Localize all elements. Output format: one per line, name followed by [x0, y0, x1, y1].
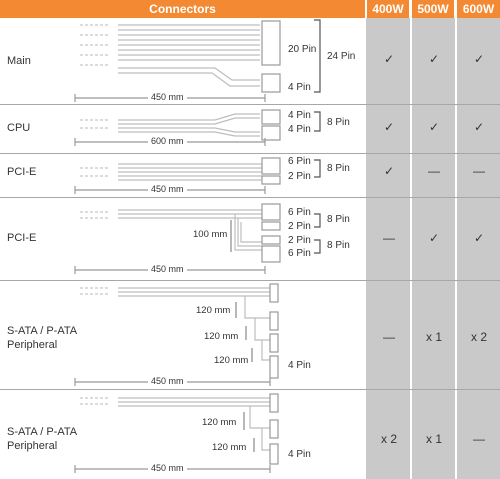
wattage-columns-background: [366, 0, 500, 479]
spacing-label: 100 mm: [193, 229, 228, 240]
row-label-sata: S-ATA / P-ATA Peripheral: [7, 324, 77, 352]
row-divider: [0, 280, 500, 281]
peripheral-4pin-connector: [269, 355, 279, 379]
pin-label: 6 Pin: [288, 207, 311, 218]
pin-label: 6 Pin: [288, 156, 311, 167]
row-label-sata: S-ATA / P-ATA Peripheral: [7, 425, 77, 453]
pin-label: 4 Pin: [288, 360, 311, 371]
pcie-6pin-connector: [261, 157, 281, 175]
pcie1-cable-wires: [118, 163, 262, 181]
row-label-main: Main: [7, 55, 31, 67]
header-400w: 400W: [367, 0, 409, 18]
column-separator: [455, 0, 457, 479]
row-label-line: S-ATA / P-ATA: [7, 426, 78, 438]
length-label: 450 mm: [148, 463, 187, 473]
peripheral-4pin-connector: [269, 443, 279, 465]
total-pin-label: 8 Pin: [327, 240, 350, 251]
sata-connector: [269, 283, 279, 303]
pin-label: 20 Pin: [288, 44, 317, 55]
pcie-2pin-connector: [261, 175, 281, 185]
check-600w: ✓: [473, 231, 485, 245]
spacing-label: 120 mm: [204, 331, 239, 342]
header-600w: 600W: [457, 0, 500, 18]
main-4pin-connector: [261, 73, 281, 93]
sata1-cable-wires: [118, 287, 270, 361]
check-600w: ✓: [473, 52, 485, 66]
total-pin-label: 8 Pin: [327, 117, 350, 128]
length-label: 450 mm: [148, 264, 187, 274]
check-400w: ✓: [383, 164, 395, 178]
spacing-label: 120 mm: [214, 355, 249, 366]
row-label-line: S-ATA / P-ATA: [7, 325, 78, 337]
row-divider: [0, 104, 500, 105]
check-400w: ✓: [383, 52, 395, 66]
header-connectors: Connectors: [0, 0, 365, 18]
dash-600w: —: [473, 432, 485, 446]
total-bracket: [314, 19, 321, 93]
length-label: 450 mm: [148, 92, 187, 102]
pcie-6pin-connector: [261, 203, 281, 221]
pin-label: 4 Pin: [288, 124, 311, 135]
row-label-pcie: PCI-E: [7, 166, 37, 178]
pin-label: 4 Pin: [288, 110, 311, 121]
row-divider: [0, 153, 500, 154]
check-500w: ✓: [428, 120, 440, 134]
cpu-4pin-connector: [261, 125, 281, 141]
sata2-cable-wires: [118, 397, 270, 451]
row-divider: [0, 389, 500, 390]
pcie2-cable-wires: [118, 209, 262, 251]
spacing-label: 120 mm: [202, 417, 237, 428]
sata-connector: [269, 333, 279, 353]
spacing-label: 120 mm: [196, 305, 231, 316]
total-pin-label: 24 Pin: [327, 51, 356, 62]
count-600w: x 2: [470, 330, 487, 344]
pin-label: 2 Pin: [288, 171, 311, 182]
check-400w: ✓: [383, 120, 395, 134]
pcie-6pin-connector: [261, 245, 281, 263]
dash-400w: —: [383, 330, 395, 344]
main-cable-wires: [118, 24, 260, 87]
length-label: 600 mm: [148, 136, 187, 146]
sata-connector: [269, 311, 279, 331]
count-500w: x 1: [425, 330, 442, 344]
row-label-line: Peripheral: [7, 339, 58, 351]
table-header: Connectors 400W 500W 600W: [0, 0, 500, 18]
check-600w: ✓: [473, 120, 485, 134]
row-label-line: Peripheral: [7, 440, 58, 452]
total-pin-label: 8 Pin: [327, 163, 350, 174]
row-divider: [0, 197, 500, 198]
pin-label: 4 Pin: [288, 449, 311, 460]
pin-label: 4 Pin: [288, 82, 311, 93]
header-500w: 500W: [412, 0, 454, 18]
count-500w: x 1: [425, 432, 442, 446]
pin-label: 2 Pin: [288, 221, 311, 232]
dash-400w: —: [383, 231, 395, 245]
pin-label: 6 Pin: [288, 248, 311, 259]
pcie-2pin-connector: [261, 235, 281, 245]
count-400w: x 2: [380, 432, 397, 446]
dash-500w: —: [428, 164, 440, 178]
dash-600w: —: [473, 164, 485, 178]
row-label-pcie: PCI-E: [7, 232, 37, 244]
length-label: 450 mm: [148, 376, 187, 386]
column-separator: [410, 0, 412, 479]
row-label-cpu: CPU: [7, 122, 31, 134]
pin-label: 2 Pin: [288, 235, 311, 246]
sata-connector: [269, 393, 279, 413]
pcie-2pin-connector: [261, 221, 281, 231]
check-500w: ✓: [428, 231, 440, 245]
length-label: 450 mm: [148, 184, 187, 194]
spacing-label: 120 mm: [212, 442, 247, 453]
main-20pin-connector: [261, 20, 281, 66]
sata-connector: [269, 419, 279, 439]
cpu-4pin-connector: [261, 109, 281, 125]
check-500w: ✓: [428, 52, 440, 66]
cpu-cable-wires: [118, 113, 260, 137]
total-pin-label: 8 Pin: [327, 214, 350, 225]
